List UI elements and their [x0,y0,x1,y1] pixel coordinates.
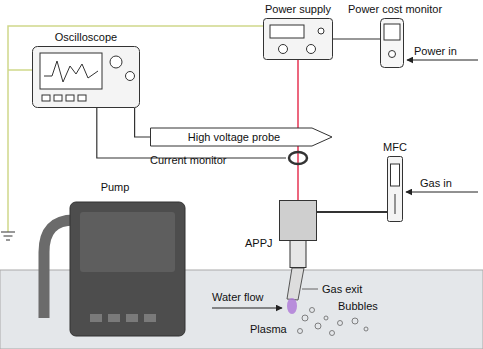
power-meter: Power cost monitor [345,2,445,68]
button [66,95,74,101]
gas-exit-tube [287,268,304,300]
ground-symbol [4,235,13,236]
connector [333,38,380,39]
plasma-jet: APPJ [245,200,317,268]
node-label: APPJ [245,236,273,250]
oscilloscope: Oscilloscope [30,30,142,108]
node-shape [40,196,190,344]
node-label: Current monitor [150,153,226,167]
ground-symbol [6,239,10,240]
leader-line [302,289,318,290]
button [78,95,86,101]
knob [110,56,122,68]
jet-nozzle [290,241,306,268]
flow-controller: MFC [378,140,412,222]
pump-body [70,202,185,336]
bubble [330,331,335,336]
ground-wire [8,69,32,71]
waveform [44,61,98,82]
mfc-tube [395,194,396,214]
input-label: Gas in [420,176,452,190]
node-label: MFC [383,140,407,154]
power-in-arrow [407,60,478,61]
node-label: Power supply [265,2,331,16]
node-shape [286,148,310,168]
mfc-case [388,157,403,222]
power-supply-case [264,19,333,60]
knob [318,28,324,34]
bubble [298,329,303,334]
knob [126,72,135,81]
bubble [315,323,321,329]
node-label: High voltage probe [150,127,332,147]
pump-button [90,314,102,322]
shape-drawing [279,200,317,268]
bubble [324,316,328,320]
input-label: Power in [414,44,457,58]
pump-button [108,314,120,322]
shape-drawing [387,156,403,222]
knob [279,45,288,54]
plasma-glow [287,298,297,314]
node-label: Power cost monitor [348,2,442,16]
ground-symbol [1,231,15,232]
gas-in-arrow [406,192,478,193]
pump-panel [80,212,175,272]
meter-button [389,51,396,58]
pump-button [126,314,138,322]
oscilloscope-case [33,47,140,108]
shape-drawing [32,46,140,108]
shape-drawing [40,196,190,344]
node-label: Oscilloscope [55,30,117,44]
pump-button [144,314,156,322]
power-supply: Power supply [250,2,346,60]
callout-label: Bubbles [338,299,378,313]
bubble [302,315,308,321]
node-shape [387,156,403,222]
current-monitor: Current monitor [150,148,310,168]
mfc-window [391,164,400,186]
meter-case [381,19,404,68]
pump: Pump [40,180,190,344]
node-shape [279,200,317,268]
shape-drawing [263,18,333,60]
flow-label: Water flow [212,290,264,304]
current-ring [289,152,307,164]
bubble [352,318,358,324]
callout-label: Plasma [250,322,287,336]
shape-drawing [380,18,404,68]
node-label: Pump [101,180,130,194]
button [54,95,62,101]
connector [135,108,150,137]
bubble [338,321,343,326]
knob [307,45,316,54]
bubble [364,327,368,331]
connector [317,211,387,213]
oscilloscope-screen [40,53,102,89]
node-shape: High voltage probe [150,127,332,147]
jet-body [280,201,317,241]
display [270,25,304,38]
button [42,95,50,101]
callout-label: Gas exit [322,282,362,296]
node-shape [263,18,333,60]
shape-drawing [286,148,310,168]
water-flow-arrow [212,308,282,309]
voltage-probe: High voltage probe [150,127,332,147]
node-shape [380,18,404,68]
meter-screen [384,24,400,40]
bubble [310,308,315,313]
probe-body [151,128,333,146]
node-shape [32,46,140,108]
